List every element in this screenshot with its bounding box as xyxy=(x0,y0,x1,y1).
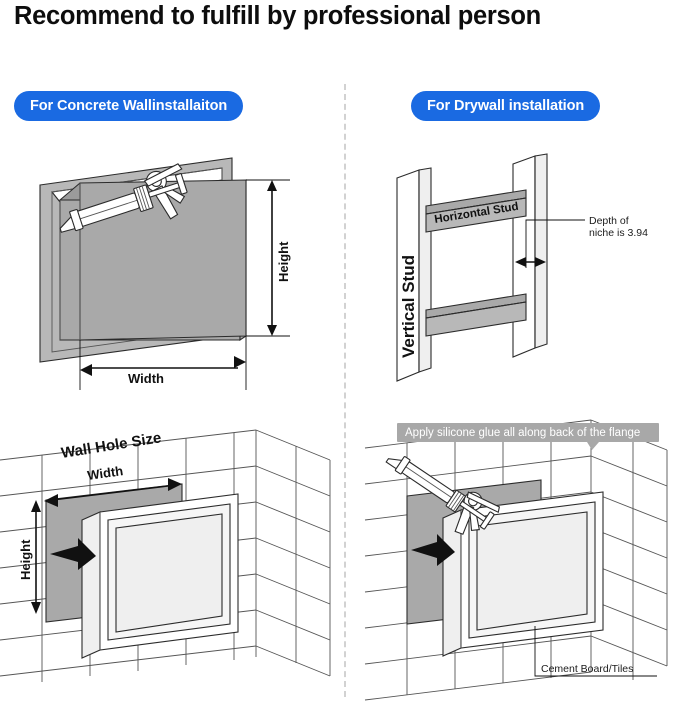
pill-concrete-wall-installation[interactable]: For Concrete Wallinstallaiton xyxy=(14,91,244,121)
wall-hole-size-label: Wall Hole Size xyxy=(60,429,163,462)
dimension-depth: Depth of niche is 3.94 xyxy=(515,215,648,268)
depth-label-line2: niche is 3.94 xyxy=(589,227,648,239)
width-label-top-left: Width xyxy=(128,371,164,386)
height-label-bottom-left: Height xyxy=(18,539,33,580)
diagram-silicone-glue-install: Apply silicone glue all along back of th… xyxy=(345,408,679,713)
caulk-gun-icon xyxy=(59,163,188,233)
vertical-dashed-divider xyxy=(344,84,346,697)
height-label-top-left: Height xyxy=(276,241,291,282)
depth-label-line1: Depth of xyxy=(589,215,629,227)
niche-box-br xyxy=(442,491,604,657)
diagram-stud-framing: Vertical Stud Horizontal Stud Depth of n… xyxy=(345,140,679,405)
dimension-width: Width xyxy=(79,336,247,390)
pill-drywall-label: For Drywall installation xyxy=(427,98,585,114)
niche-box xyxy=(81,493,239,659)
page-title: Recommend to fulfill by professional per… xyxy=(14,2,541,30)
insertion-arrow xyxy=(50,538,96,570)
dimension-height: Height xyxy=(246,179,291,337)
diagram-wall-hole-size: Wall Hole Size Width Height xyxy=(0,408,340,713)
dimension-width-bottom-left: Width xyxy=(44,463,182,507)
tile-wall-corner-right-br xyxy=(590,419,668,680)
diagram-concrete-wall-niche: Height Width xyxy=(0,140,340,405)
silicone-glue-banner: Apply silicone glue all along back of th… xyxy=(397,423,659,450)
dimension-height-bottom-left: Height xyxy=(18,500,41,614)
insertion-arrow-br xyxy=(411,534,455,566)
cement-board-label: Cement Board/Tiles xyxy=(541,663,633,675)
cement-board-callout: Cement Board/Tiles xyxy=(534,626,657,677)
pill-drywall-installation[interactable]: For Drywall installation xyxy=(411,91,601,121)
silicone-glue-banner-label: Apply silicone glue all along back of th… xyxy=(405,427,640,439)
pill-concrete-label: For Concrete Wallinstallaiton xyxy=(30,98,228,114)
caulk-gun-icon-br xyxy=(385,456,501,535)
vertical-stud-label: Vertical Stud xyxy=(399,255,418,358)
tile-wall-corner-right xyxy=(255,429,331,677)
width-label-bottom-left: Width xyxy=(86,463,124,483)
